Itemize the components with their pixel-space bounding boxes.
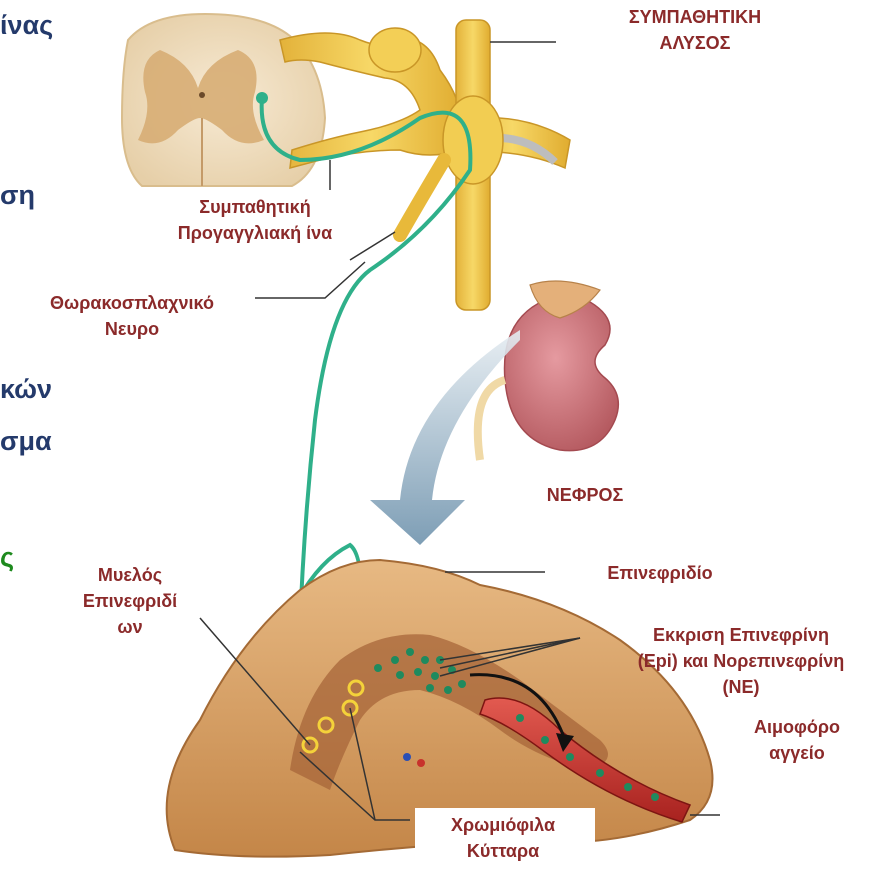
left-text-fragment-2: ση (0, 178, 35, 212)
label-blood-vessel: Αιμοφόρο αγγείο (722, 714, 872, 766)
left-text-fragment-3: κών (0, 372, 52, 406)
label-secretion: Εκκριση Επινεφρίνη (Epi) και Νορεπινεφρί… (600, 622, 882, 700)
label-splanchnic-nerve: Θωρακοσπλαχνικό Νευρο (12, 290, 252, 342)
left-text-fragment-1: ίνας (0, 8, 53, 42)
zoom-arrow (370, 330, 520, 545)
left-text-fragment-5: ς (0, 540, 14, 574)
label-preganglionic-fiber: Συμπαθητική Προγαγγλιακή ίνα (140, 194, 370, 246)
kidney (478, 281, 619, 460)
fiber-origin-dot (256, 92, 268, 104)
label-adrenal-gland: Επινεφριδίο (560, 560, 760, 586)
left-text-fragment-4: σμα (0, 424, 52, 458)
label-sympathetic-chain: ΣΥΜΠΑΘΗΤΙΚΗ ΑΛΥΣΟΣ (595, 4, 795, 56)
label-kidney: ΝΕΦΡΟΣ (505, 482, 665, 508)
label-adrenal-medulla: Μυελός Επινεφριδί ων (55, 562, 205, 640)
label-chromaffin-cells: Χρωμιόφιλα Κύτταρα (418, 812, 588, 864)
